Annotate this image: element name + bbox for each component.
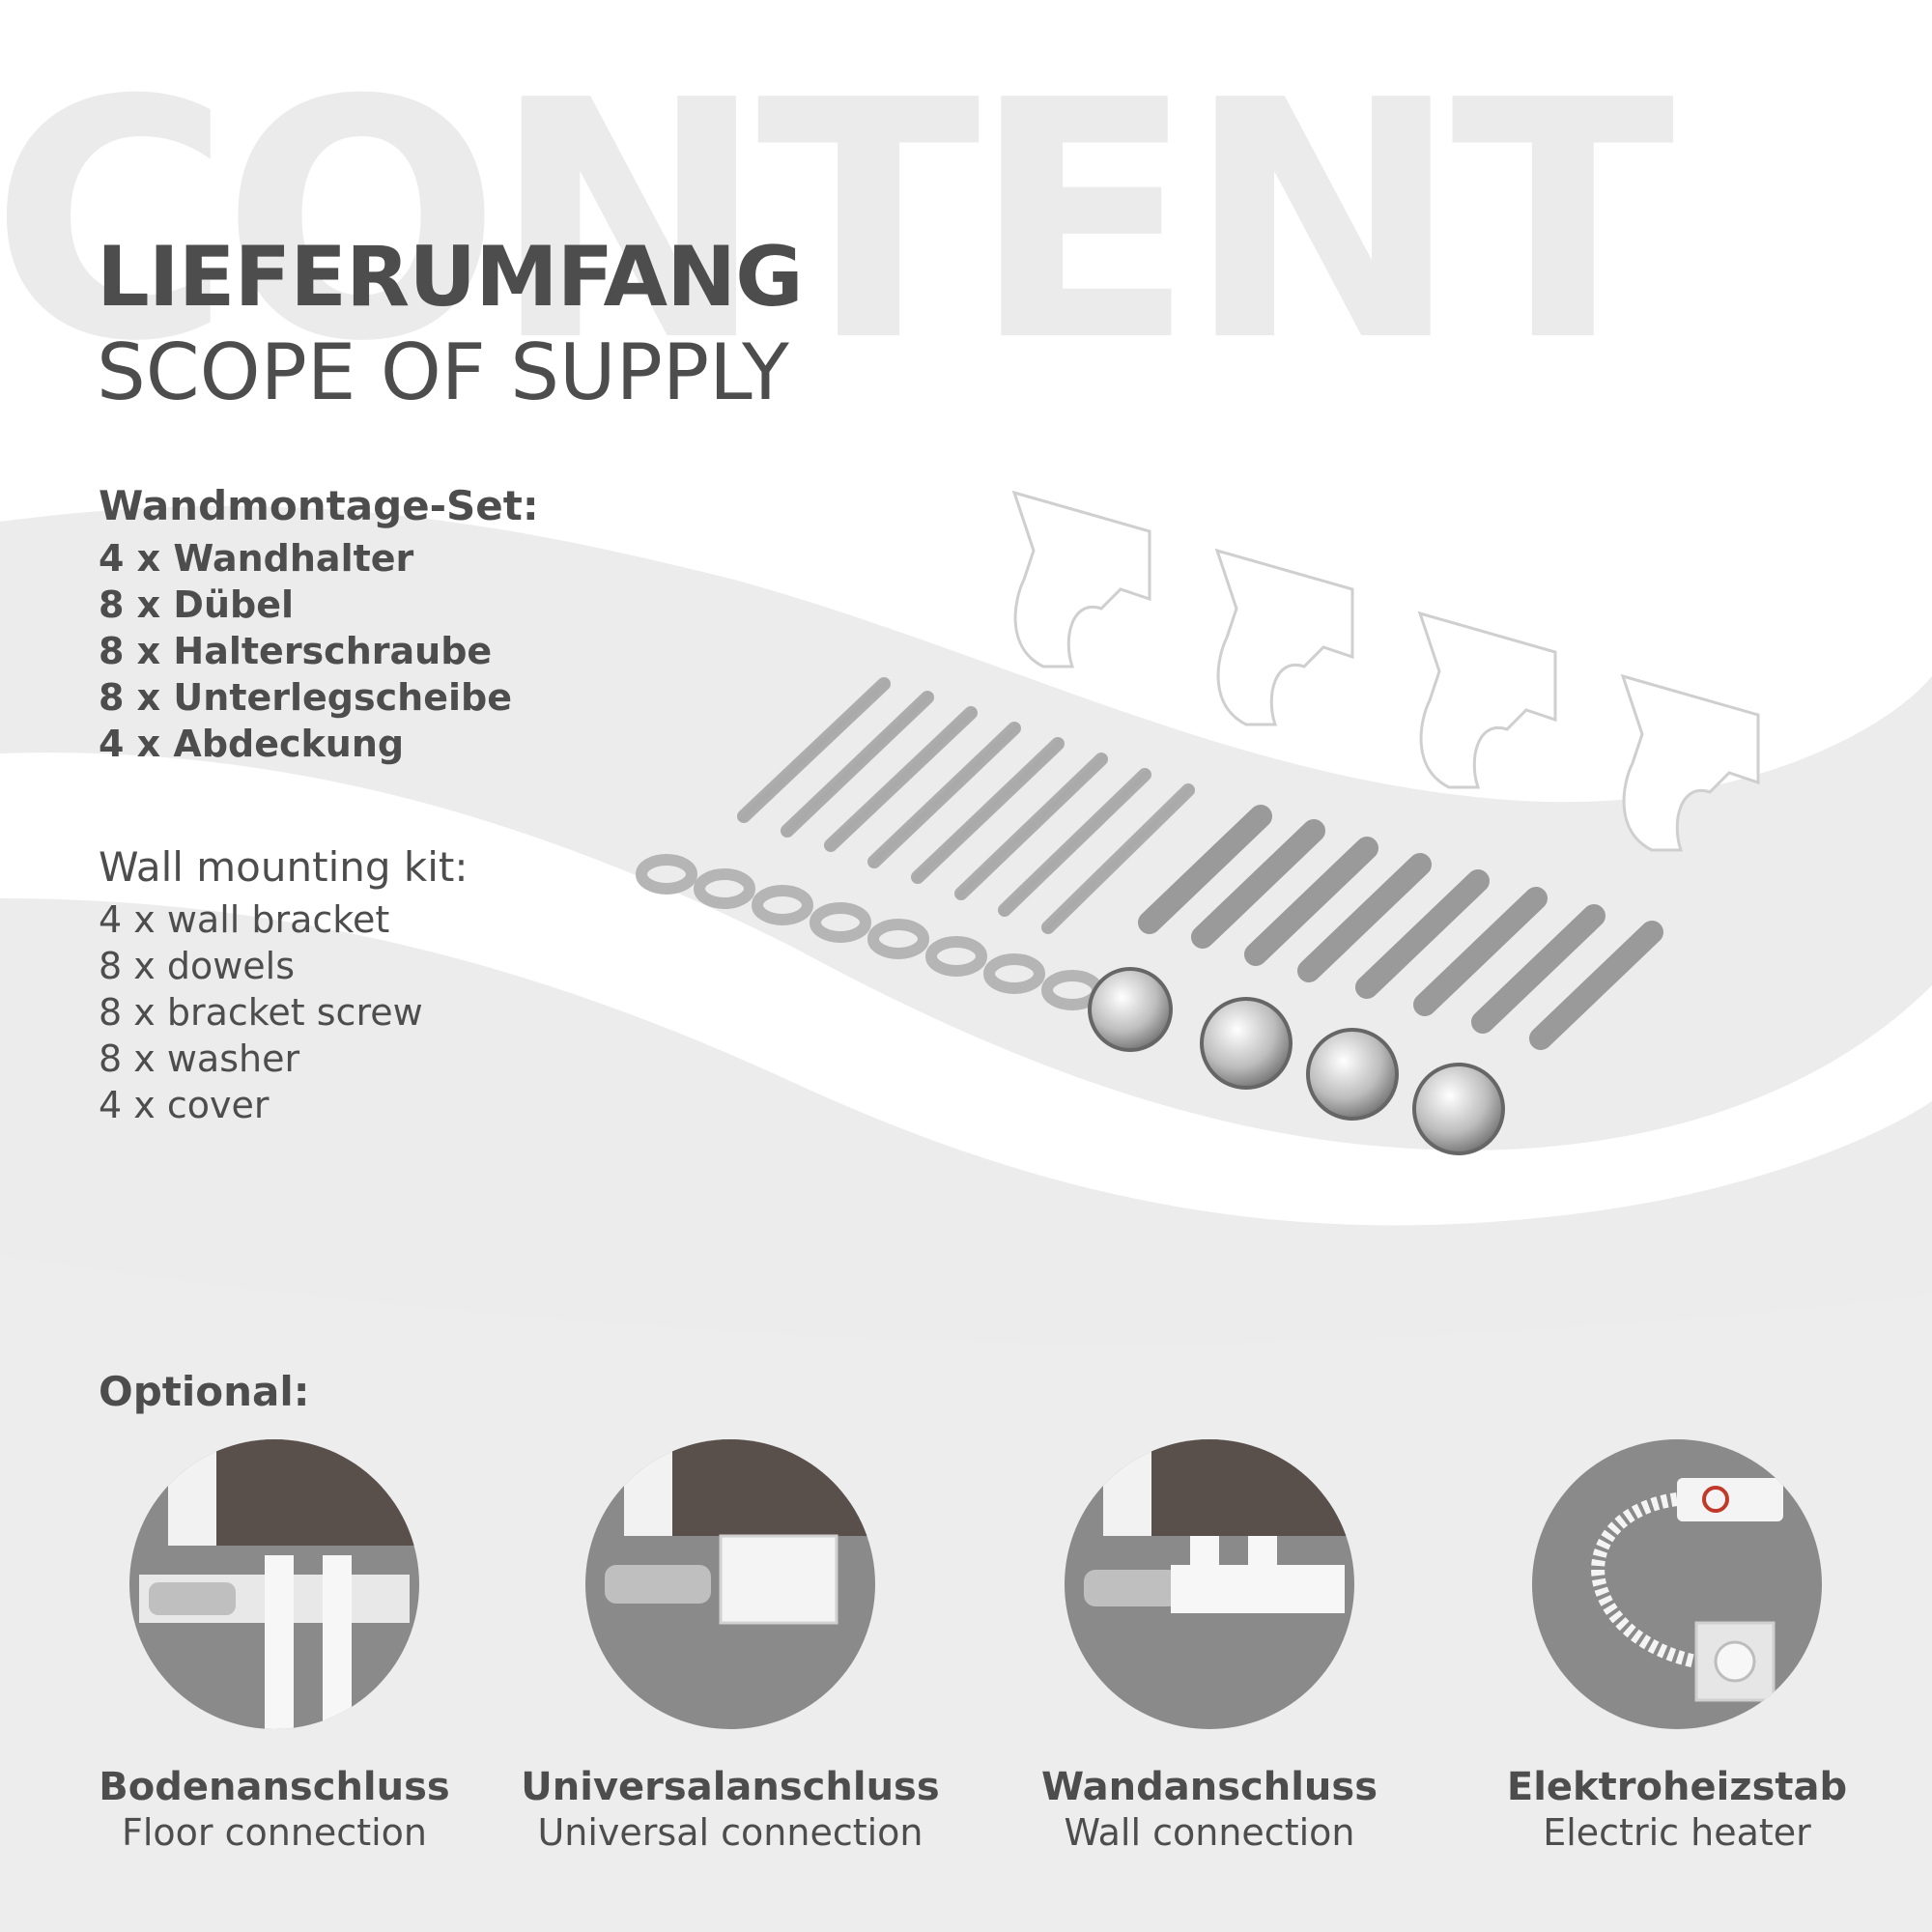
kit-heading-english: Wall mounting kit: bbox=[99, 843, 469, 891]
optional-label-de: Wandanschluss bbox=[1040, 1765, 1378, 1809]
electric-heater-icon bbox=[1532, 1439, 1822, 1729]
washers-icon bbox=[636, 854, 1103, 1010]
kit-list-english: Wall mounting kit: 4 x wall bracket 8 x … bbox=[99, 844, 469, 1128]
optional-label-en: Floor connection bbox=[122, 1811, 427, 1854]
optional-label-de: Bodenanschluss bbox=[99, 1765, 450, 1809]
wall-connection-valve-icon bbox=[1065, 1439, 1354, 1729]
wall-bracket-icon bbox=[1620, 673, 1760, 852]
list-item: 4 x Abdeckung bbox=[99, 723, 405, 765]
optional-label-de: Universalanschluss bbox=[521, 1765, 940, 1809]
list-item: 8 x bracket screw bbox=[99, 991, 423, 1034]
optional-label-en: Universal connection bbox=[537, 1811, 923, 1854]
list-item: 8 x washer bbox=[99, 1037, 300, 1080]
optional-label-en: Electric heater bbox=[1543, 1811, 1811, 1854]
list-item: 4 x wall bracket bbox=[99, 898, 390, 941]
optional-item-wall-connection: Wandanschluss Wall connection bbox=[978, 1439, 1441, 1855]
mounting-parts-illustration bbox=[636, 490, 1760, 1155]
kit-heading-german: Wandmontage-Set: bbox=[99, 482, 539, 529]
optional-heading: Optional: bbox=[99, 1368, 310, 1415]
kit-list-german: Wandmontage-Set: 4 x Wandhalter 8 x Dübe… bbox=[99, 483, 539, 767]
bracket-screws-icon bbox=[737, 677, 1195, 934]
floor-connection-valve-icon bbox=[129, 1439, 419, 1729]
wall-bracket-icon bbox=[1417, 611, 1557, 789]
optional-item-universal-connection: Universalanschluss Universal connection bbox=[498, 1439, 962, 1855]
page-title: LIEFERUMFANG bbox=[97, 229, 804, 326]
list-item: 4 x Wandhalter bbox=[99, 537, 414, 580]
list-item: 8 x Dübel bbox=[99, 583, 295, 626]
list-item: 8 x Halterschraube bbox=[99, 630, 493, 672]
list-item: 8 x Unterlegscheibe bbox=[99, 676, 512, 719]
watermark-text: CONTENT bbox=[0, 31, 1675, 413]
wall-bracket-icon bbox=[1214, 548, 1354, 726]
list-item: 4 x cover bbox=[99, 1084, 270, 1126]
universal-connection-valve-icon bbox=[585, 1439, 875, 1729]
page-subtitle: SCOPE OF SUPPLY bbox=[97, 327, 789, 417]
optional-item-floor-connection: Bodenanschluss Floor connection bbox=[43, 1439, 506, 1855]
optional-label-de: Elektroheizstab bbox=[1506, 1765, 1848, 1809]
optional-item-electric-heater: Elektroheizstab Electric heater bbox=[1445, 1439, 1909, 1855]
dowels-icon bbox=[1138, 805, 1663, 1050]
optional-label-en: Wall connection bbox=[1064, 1811, 1355, 1854]
covers-icon bbox=[1088, 967, 1505, 1155]
list-item: 8 x dowels bbox=[99, 945, 296, 987]
wall-bracket-icon bbox=[1011, 490, 1151, 668]
